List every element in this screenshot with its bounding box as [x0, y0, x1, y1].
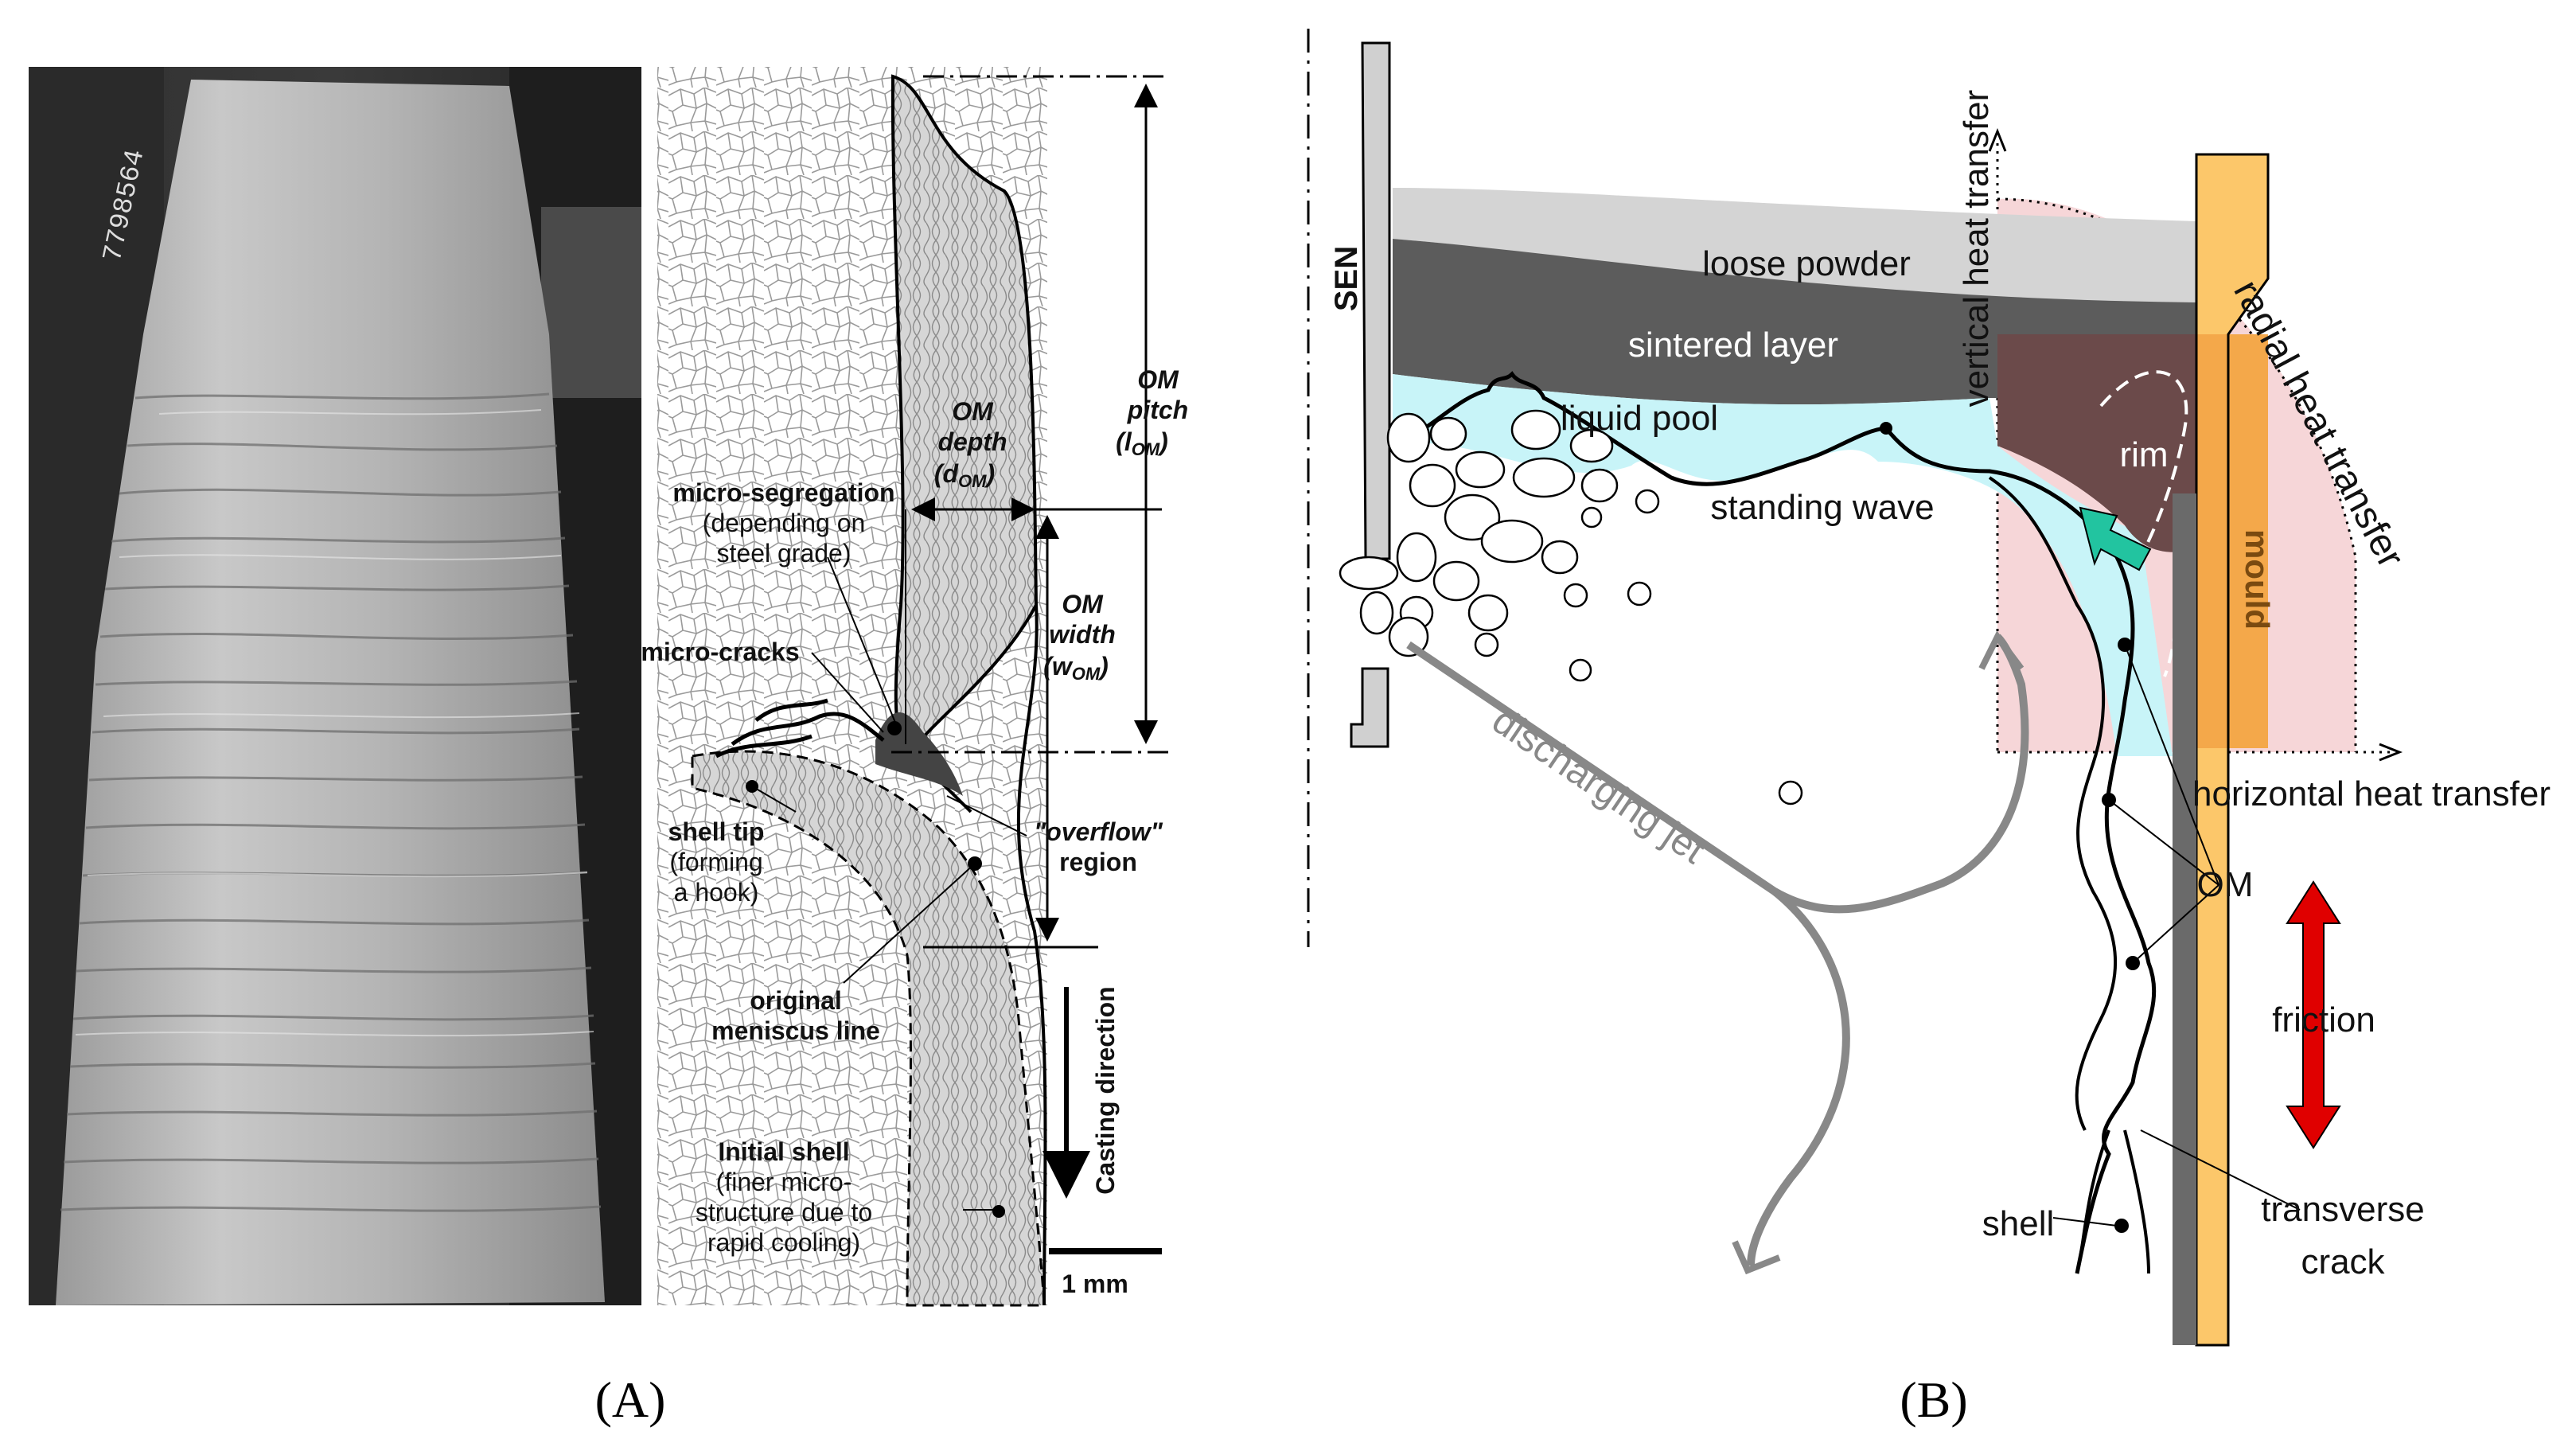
label-om-depth-3: (dOM) — [934, 459, 995, 491]
sintered-layer — [1393, 239, 2196, 405]
label-standing-wave: standing wave — [1710, 488, 1934, 527]
label-shell-tip-3: a hook) — [674, 878, 759, 907]
panel-b-schematic: SEN loose powder sintered layer liquid p… — [1307, 29, 2551, 1428]
loose-powder-layer — [1393, 188, 2196, 302]
label-vertical-heat-transfer: vertical heat transfer — [1957, 90, 1996, 408]
flux-film — [2173, 493, 2196, 1345]
label-casting-direction: Casting direction — [1091, 986, 1120, 1194]
label-om-depth-1: OM — [952, 397, 994, 426]
label-scale-bar: 1 mm — [1062, 1270, 1128, 1298]
caption-b: (B) — [1900, 1371, 1967, 1428]
label-initial-shell-4: rapid cooling) — [707, 1228, 860, 1257]
label-transverse-crack-2: crack — [2301, 1242, 2385, 1281]
discharging-jet-loop — [1406, 634, 2029, 914]
label-initial-shell-3: structure due to — [696, 1198, 872, 1227]
panel-a-schematic: OM pitch (lOM) OM depth (dOM) OM width (… — [595, 67, 1188, 1428]
label-om-depth-2: depth — [937, 427, 1007, 456]
micro-crack-lines — [715, 698, 885, 759]
upper-shell-region — [890, 74, 1039, 751]
label-friction: friction — [2272, 1000, 2375, 1039]
label-initial-shell: Initial shell — [718, 1137, 849, 1166]
rim-region — [1997, 334, 2196, 552]
label-horizontal-heat-transfer: horizontal heat transfer — [2192, 774, 2551, 813]
label-sen: SEN — [1329, 246, 1364, 311]
discharging-jet-down — [1747, 888, 1850, 1266]
label-transverse-crack-1: transverse — [2261, 1190, 2424, 1229]
label-om: OM — [2197, 865, 2254, 904]
label-original-meniscus: original — [750, 986, 842, 1015]
label-original-meniscus-2: meniscus line — [711, 1016, 880, 1045]
label-shell-tip-2: (forming — [669, 848, 762, 876]
mould-inner — [2196, 334, 2268, 748]
sen-nozzle — [1361, 41, 1391, 560]
label-micro-segregation: micro-segregation — [672, 478, 894, 507]
label-om-pitch-2: pitch — [1127, 396, 1188, 424]
label-om-pitch-3: (lOM) — [1116, 427, 1168, 459]
slab-photo — [56, 80, 605, 1305]
label-om-pitch-1: OM — [1137, 365, 1179, 394]
label-micro-cracks: micro-cracks — [641, 638, 799, 666]
label-mould: mould — [2239, 529, 2276, 630]
label-overflow: "overflow" — [1034, 817, 1163, 846]
caption-a: (A) — [595, 1371, 666, 1428]
oscillation-marks — [60, 392, 602, 1212]
flux-infiltration-arrow — [2079, 506, 2152, 571]
label-micro-segregation-2: (depending on — [703, 509, 866, 537]
lower-shell-hook — [691, 750, 1046, 1307]
label-rim: rim — [2119, 435, 2168, 474]
label-overflow-2: region — [1059, 848, 1137, 876]
label-om-width-2: width — [1049, 620, 1116, 649]
label-micro-segregation-3: steel grade) — [717, 539, 852, 567]
label-initial-shell-2: (finer micro- — [716, 1168, 852, 1196]
label-om-width-3: (wOM) — [1043, 652, 1109, 684]
friction-arrow — [2286, 880, 2341, 1149]
label-shell: shell — [1982, 1204, 2055, 1243]
label-sintered-layer: sintered layer — [1628, 326, 1838, 365]
label-om-width-1: OM — [1062, 590, 1104, 618]
label-discharging-jet: discharging jet — [1485, 700, 1713, 872]
melt-surface-line — [1392, 371, 2157, 1274]
label-loose-powder: loose powder — [1702, 244, 1911, 283]
argon-bubbles — [1339, 409, 1803, 805]
label-liquid-pool: liquid pool — [1561, 399, 1718, 438]
panel-a-photo: 7798564 — [29, 67, 641, 1305]
label-shell-tip: shell tip — [668, 817, 765, 846]
